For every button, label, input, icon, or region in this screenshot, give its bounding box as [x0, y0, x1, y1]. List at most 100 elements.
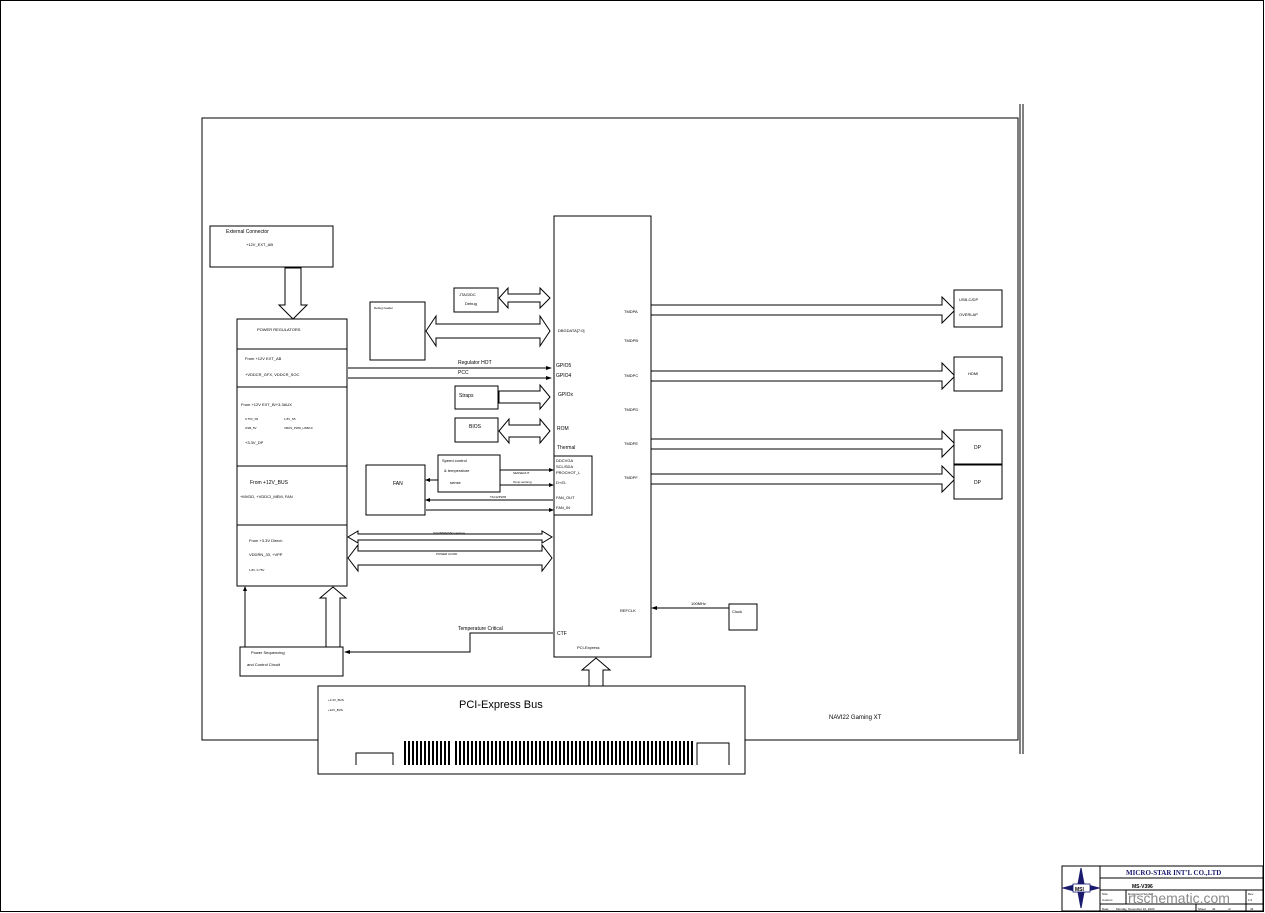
debug-header-block: Debug header [369, 301, 426, 361]
straps-label: Straps [459, 393, 474, 399]
gpu-pin-tmdpf: TMDPF [624, 475, 638, 480]
gpu-pin-refclk: REFCLK [620, 608, 636, 613]
arrow-bios-gpu [498, 417, 551, 445]
board-name: NAVI22 Gaming XT [829, 715, 882, 721]
pcie-finger [459, 741, 461, 765]
signal-100mhz: 100MHz [691, 601, 706, 606]
pcie-finger [611, 741, 613, 765]
pcie-finger [623, 741, 625, 765]
dp1-connector-block: DP [953, 429, 1003, 465]
pcie-finger [535, 741, 537, 765]
pcie-finger [663, 741, 665, 765]
arrowhead [546, 376, 552, 380]
pcie-gold-fingers [404, 741, 693, 765]
pcie-finger [567, 741, 569, 765]
external-connector-block: External Connector +12V_EXT_AB [209, 225, 334, 268]
pcie-bus-block: PCI-Express Bus +3.3V_BUS +12V_BUS [317, 685, 746, 775]
dp2-connector-block: DP [953, 464, 1003, 500]
arrow-debug-gpu [425, 314, 551, 348]
pcie-finger [531, 741, 533, 765]
reg-s2-rail: VBUS_PWR_USBC0 [284, 426, 313, 430]
pcie-finger [495, 741, 497, 765]
arrow-jtag-gpu [498, 286, 551, 310]
clock-block: Clock [728, 603, 758, 631]
pcie-finger [579, 741, 581, 765]
model-number: MS-V396 [1132, 884, 1153, 890]
pcie-bus-rail-2: +12V_BUS [328, 708, 343, 712]
signal-pcc: PCC [458, 370, 469, 376]
arrow-to-dp2 [650, 464, 956, 494]
pcie-finger [432, 741, 434, 765]
reg-s2-source: From +12V EXT_B/+3.3AUX [241, 402, 292, 407]
power-seq-label-2: and Control Circuit [247, 662, 281, 667]
size-value: Custom [1102, 898, 1113, 902]
pcie-finger [603, 741, 605, 765]
pcie-finger [479, 741, 481, 765]
pcie-finger [539, 741, 541, 765]
pcie-finger [615, 741, 617, 765]
of-label: of [1228, 907, 1231, 911]
date-label: Date: [1102, 907, 1109, 911]
of-value: 43 [1250, 907, 1254, 911]
pcie-finger [503, 741, 505, 765]
pcie-finger [591, 741, 593, 765]
pcie-finger [424, 741, 426, 765]
pcie-finger [519, 741, 521, 765]
jtag-label-2: Debug [465, 301, 477, 306]
pcie-finger [412, 741, 414, 765]
pcie-finger [639, 741, 641, 765]
power-regulators-title: POWER REGULATORS [257, 327, 301, 332]
pcie-finger [436, 741, 438, 765]
pcie-finger [583, 741, 585, 765]
pcie-finger [455, 741, 457, 765]
sheet-value: 42 [1212, 907, 1216, 911]
gpu-pin-tmdpe: TMDPE [624, 441, 638, 446]
sheet-label: Sheet [1198, 907, 1206, 911]
pcie-finger [687, 741, 689, 765]
gpu-pin-pcie: PCI-Express [577, 645, 599, 650]
reg-s2-rail: +3.3V_DP [245, 440, 264, 445]
pcie-finger [631, 741, 633, 765]
pcie-finger [483, 741, 485, 765]
pcie-finger [563, 741, 565, 765]
gpu-pin-thermal: Thermal [557, 445, 575, 451]
doc-number-label: Document Number [1128, 892, 1153, 896]
dp1-label: DP [974, 445, 982, 451]
external-connector-rail: +12V_EXT_AB [246, 242, 273, 247]
pcie-finger [416, 741, 418, 765]
reg-s4-rails: 1.8V, 0.75V [249, 568, 264, 572]
jtag-label: JTAG/DC [459, 292, 476, 297]
signal-tach-pwm: TACH/PWM [490, 495, 507, 499]
reg-s3-source: From +12V_BUS [250, 480, 289, 486]
speed-control-label: Speed control [442, 458, 467, 463]
arrow-bus-to-gpu [580, 657, 612, 687]
pcie-finger [471, 741, 473, 765]
speed-control-block: Speed control & temperature sense [437, 454, 501, 493]
reg-s1-rails: +VDDCR_GFX, VDDCR_SOC [245, 372, 299, 377]
reg-s4-rails: VDDRN_33, +VPP [249, 552, 283, 557]
arrow-power-good [347, 543, 553, 573]
msi-logo: MSI [1061, 867, 1101, 909]
pcie-finger [551, 741, 553, 765]
reg-s1-source: From +12V EXT_AB [245, 356, 282, 361]
gpu-pin-tmdpd: TMDPD [624, 407, 638, 412]
rev-label: Rev [1248, 892, 1254, 896]
pcie-bus-title: PCI-Express Bus [459, 699, 543, 711]
gpu-pin-dbgdata: DBGDATA[7:0] [558, 328, 585, 333]
external-connector-title: External Connector [226, 229, 269, 235]
pcie-finger [651, 741, 653, 765]
gpu-block: DBGDATA[7:0] GPIO5 GPIO4 GPIOx ROM Therm… [553, 215, 652, 658]
gpu-pin-gpio5: GPIO5 [556, 363, 572, 369]
watermark: rtschematic.com [1128, 890, 1230, 906]
pcie-finger [671, 741, 673, 765]
reg-s2-rail: 0.75V_S5 [245, 417, 259, 421]
fan-label: FAN [393, 481, 403, 487]
pcie-finger [428, 741, 430, 765]
bios-label: BIOS [469, 424, 482, 430]
rev-value: 1.0 [1248, 898, 1253, 902]
pcie-finger [408, 741, 410, 765]
pcie-finger [655, 741, 657, 765]
pcie-finger [440, 741, 442, 765]
